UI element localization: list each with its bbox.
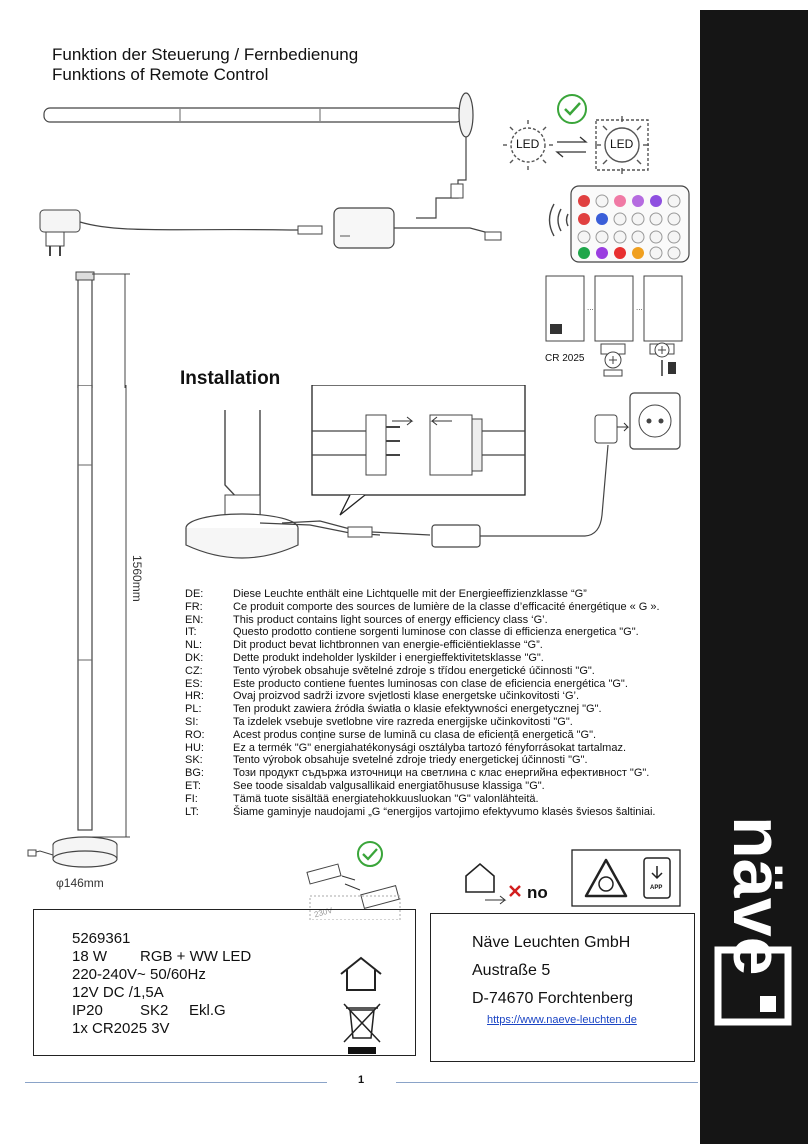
led-label-right: LED xyxy=(610,137,634,151)
energy-statement-text: Ce produit comporte des sources de lumiè… xyxy=(233,600,660,613)
language-code: SI: xyxy=(185,715,199,728)
spec-energy-class: Ekl.G xyxy=(189,1002,226,1019)
language-code: DE: xyxy=(185,588,204,600)
title-german: Funktion der Steuerung / Fernbedienung xyxy=(52,45,359,64)
energy-statement-text: Ez a termék "G" energiahatékonysági oszt… xyxy=(233,741,626,754)
energy-statement-row: LT: Šiame gaminyje naudojami „G “energijo… xyxy=(185,806,660,819)
energy-statement-text: Acest produs conține surse de lumină cu … xyxy=(233,728,597,741)
company-box: Näve Leuchten GmbH Austraße 5 D-74670 Fo… xyxy=(430,913,695,1062)
energy-statement-text: Tämä tuote sisältää energiatehokkuusluok… xyxy=(233,792,539,805)
energy-statement-row: DK: Dette produkt indeholder lyskilder i … xyxy=(185,652,660,665)
language-code: DK: xyxy=(185,651,204,664)
led-label-left: LED xyxy=(516,137,540,151)
language-code: LT: xyxy=(185,805,199,818)
spec-battery: 1x CR2025 3V xyxy=(72,1020,170,1037)
language-code: HR: xyxy=(185,690,204,703)
installation-illustration xyxy=(27,385,681,868)
energy-statement-text: Šiame gaminyje naudojami „G “energijos v… xyxy=(233,805,656,818)
energy-statement-text: Diese Leuchte enthält eine Lichtquelle m… xyxy=(233,588,587,600)
weee-bin-icon xyxy=(343,1003,381,1054)
brand-sidebar: näve xyxy=(700,10,808,1144)
language-code: ET: xyxy=(185,779,201,792)
language-code: FR: xyxy=(185,600,203,613)
brand-wordmark: näve xyxy=(719,816,797,976)
no-label: no xyxy=(527,883,548,902)
title-english: Funktions of Remote Control xyxy=(52,65,269,84)
energy-statement-text: Този продукт съдържа източници на светли… xyxy=(233,767,650,780)
svg-text:...: ... xyxy=(636,303,643,312)
company-website-link[interactable]: https://www.naeve-leuchten.de xyxy=(487,1014,637,1026)
energy-statement-text: Tento výrobok obsahuje svetelné zdroje t… xyxy=(233,754,588,767)
company-street: Austraße 5 xyxy=(472,962,551,979)
energy-statement-row: ET: See toode sisaldab valgusallikaid ene… xyxy=(185,780,660,793)
energy-statement-text: See toode sisaldab valgusallikaid energi… xyxy=(233,779,545,792)
language-code: CZ: xyxy=(185,664,203,677)
language-code: BG: xyxy=(185,767,204,780)
spec-light: RGB + WW LED xyxy=(140,948,252,965)
energy-statement-row: FR: Ce produit comporte des sources de lu… xyxy=(185,601,660,614)
energy-statement-row: PL: Ten produkt zawiera źródła światła o … xyxy=(185,703,660,716)
energy-statement-text: Ta izdelek vsebuje svetlobne vire razred… xyxy=(233,715,573,728)
installation-title: Installation xyxy=(180,368,281,389)
battery-label: CR 2025 xyxy=(545,353,585,364)
spec-power: 18 W xyxy=(72,948,108,965)
footer-line-right xyxy=(396,1082,698,1083)
energy-statement-text: Este producto contiene fuentes luminosas… xyxy=(233,677,628,690)
energy-statement-text: This product contains light sources of e… xyxy=(233,613,548,626)
app-label: APP xyxy=(650,885,663,891)
spec-box: 5269361 18 W RGB + WW LED 220-240V~ 50/6… xyxy=(33,909,416,1056)
energy-statement-row: CZ: Tento výrobek obsahuje světelné zdroj… xyxy=(185,665,660,678)
energy-statement-text: Ten produkt zawiera źródła światła o kla… xyxy=(233,703,602,716)
energy-statement-row: DE: Diese Leuchte enthält eine Lichtquell… xyxy=(185,588,660,601)
language-code: IT: xyxy=(185,626,197,639)
spec-input: 220-240V~ 50/60Hz xyxy=(72,966,206,983)
energy-statement-row: IT: Questo prodotto contiene sorgenti lum… xyxy=(185,626,660,639)
energy-statement-row: HR: Ovaj proizvod sadrži izvore svjetlost… xyxy=(185,690,660,703)
energy-statement-row: EN: This product contains light sources o… xyxy=(185,614,660,627)
energy-statement-text: Questo prodotto contiene sorgenti lumino… xyxy=(233,626,639,639)
energy-statement-row: SK: Tento výrobok obsahuje svetelné zdroj… xyxy=(185,754,660,767)
energy-statement-text: Dit product bevat lichtbronnen van energ… xyxy=(233,639,543,652)
language-code: HU: xyxy=(185,741,204,754)
footer-line-left xyxy=(25,1082,327,1083)
language-code: SK: xyxy=(185,754,203,767)
spec-protection: SK2 xyxy=(140,1002,169,1019)
svg-text:...: ... xyxy=(587,303,594,312)
base-dimension: φ146mm xyxy=(56,876,104,890)
language-code: NL: xyxy=(185,639,203,652)
language-code: RO: xyxy=(185,728,205,741)
language-code: ES: xyxy=(185,677,203,690)
indoor-house-icon xyxy=(340,956,382,991)
language-code: EN: xyxy=(185,613,204,626)
article-number: 5269361 xyxy=(72,930,131,947)
language-code: PL: xyxy=(185,703,202,716)
energy-statement-text: Dette produkt indeholder lyskilder i ene… xyxy=(233,651,544,664)
energy-statement-text: Tento výrobek obsahuje světelné zdroje s… xyxy=(233,664,595,677)
spec-output: 12V DC /1,5A xyxy=(72,984,164,1001)
energy-statement-list: DE: Diese Leuchte enthält eine Lichtquell… xyxy=(185,588,660,818)
language-code: FI: xyxy=(185,792,198,805)
company-city: D-74670 Forchtenberg xyxy=(472,990,633,1007)
energy-statement-row: RO: Acest produs conține surse de lumină … xyxy=(185,729,660,742)
energy-statement-row: NL: Dit product bevat lichtbronnen van en… xyxy=(185,639,660,652)
brand-logo: näve xyxy=(714,816,797,1026)
page-number: 1 xyxy=(358,1074,365,1086)
bottom-icons xyxy=(306,841,681,920)
energy-statement-row: SI: Ta izdelek vsebuje svetlobne vire raz… xyxy=(185,716,660,729)
company-name: Näve Leuchten GmbH xyxy=(472,934,631,951)
spec-ip: IP20 xyxy=(72,1002,103,1019)
remote-function-illustration: ... ... xyxy=(39,92,690,388)
energy-statement-row: HU: Ez a termék "G" energiahatékonysági o… xyxy=(185,742,660,755)
energy-statement-text: Ovaj proizvod sadrži izvore svjetlosti k… xyxy=(233,690,580,703)
energy-statement-row: FI: Tämä tuote sisältää energiatehokkuusl… xyxy=(185,793,660,806)
height-dimension: 1560mm xyxy=(130,555,144,602)
energy-statement-row: ES: Este producto contiene fuentes lumino… xyxy=(185,678,660,691)
energy-statement-row: BG: Този продукт съдържа източници на све… xyxy=(185,767,660,780)
